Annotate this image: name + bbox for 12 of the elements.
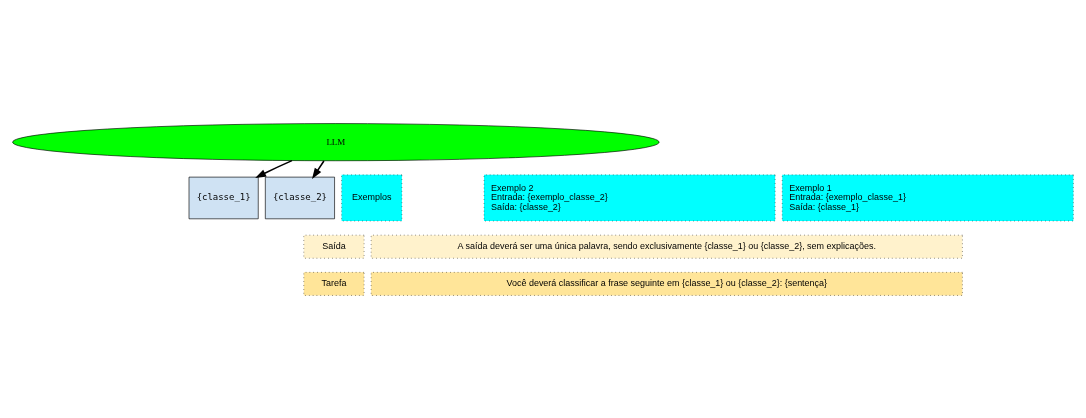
node-box: Você deverá classificar a frase seguinte em {classe_1} ou {classe_2}: {sentença}	[370, 271, 963, 296]
node-box: Exemplos	[341, 174, 403, 221]
node-box: Exemplo 1 Entrada: {exemplo_classe_1} Saída: {classe_1}	[781, 174, 1074, 221]
node-box: {classe_1}	[188, 176, 259, 219]
node-box: Exemplo 2 Entrada: {exemplo_classe_2} Saída: {classe_2}	[483, 174, 776, 221]
node-box: Tarefa	[303, 271, 365, 296]
arrow	[312, 159, 325, 179]
arrow	[255, 159, 293, 178]
node-ellipse: LLM	[12, 122, 660, 161]
node-box: {classe_2}	[265, 176, 335, 219]
node-box: Saída	[303, 234, 365, 259]
node-box: A saída deverá ser uma única palavra, sendo exclusivamente {classe_1} ou {classe_2}, sem explicações.	[370, 234, 963, 259]
